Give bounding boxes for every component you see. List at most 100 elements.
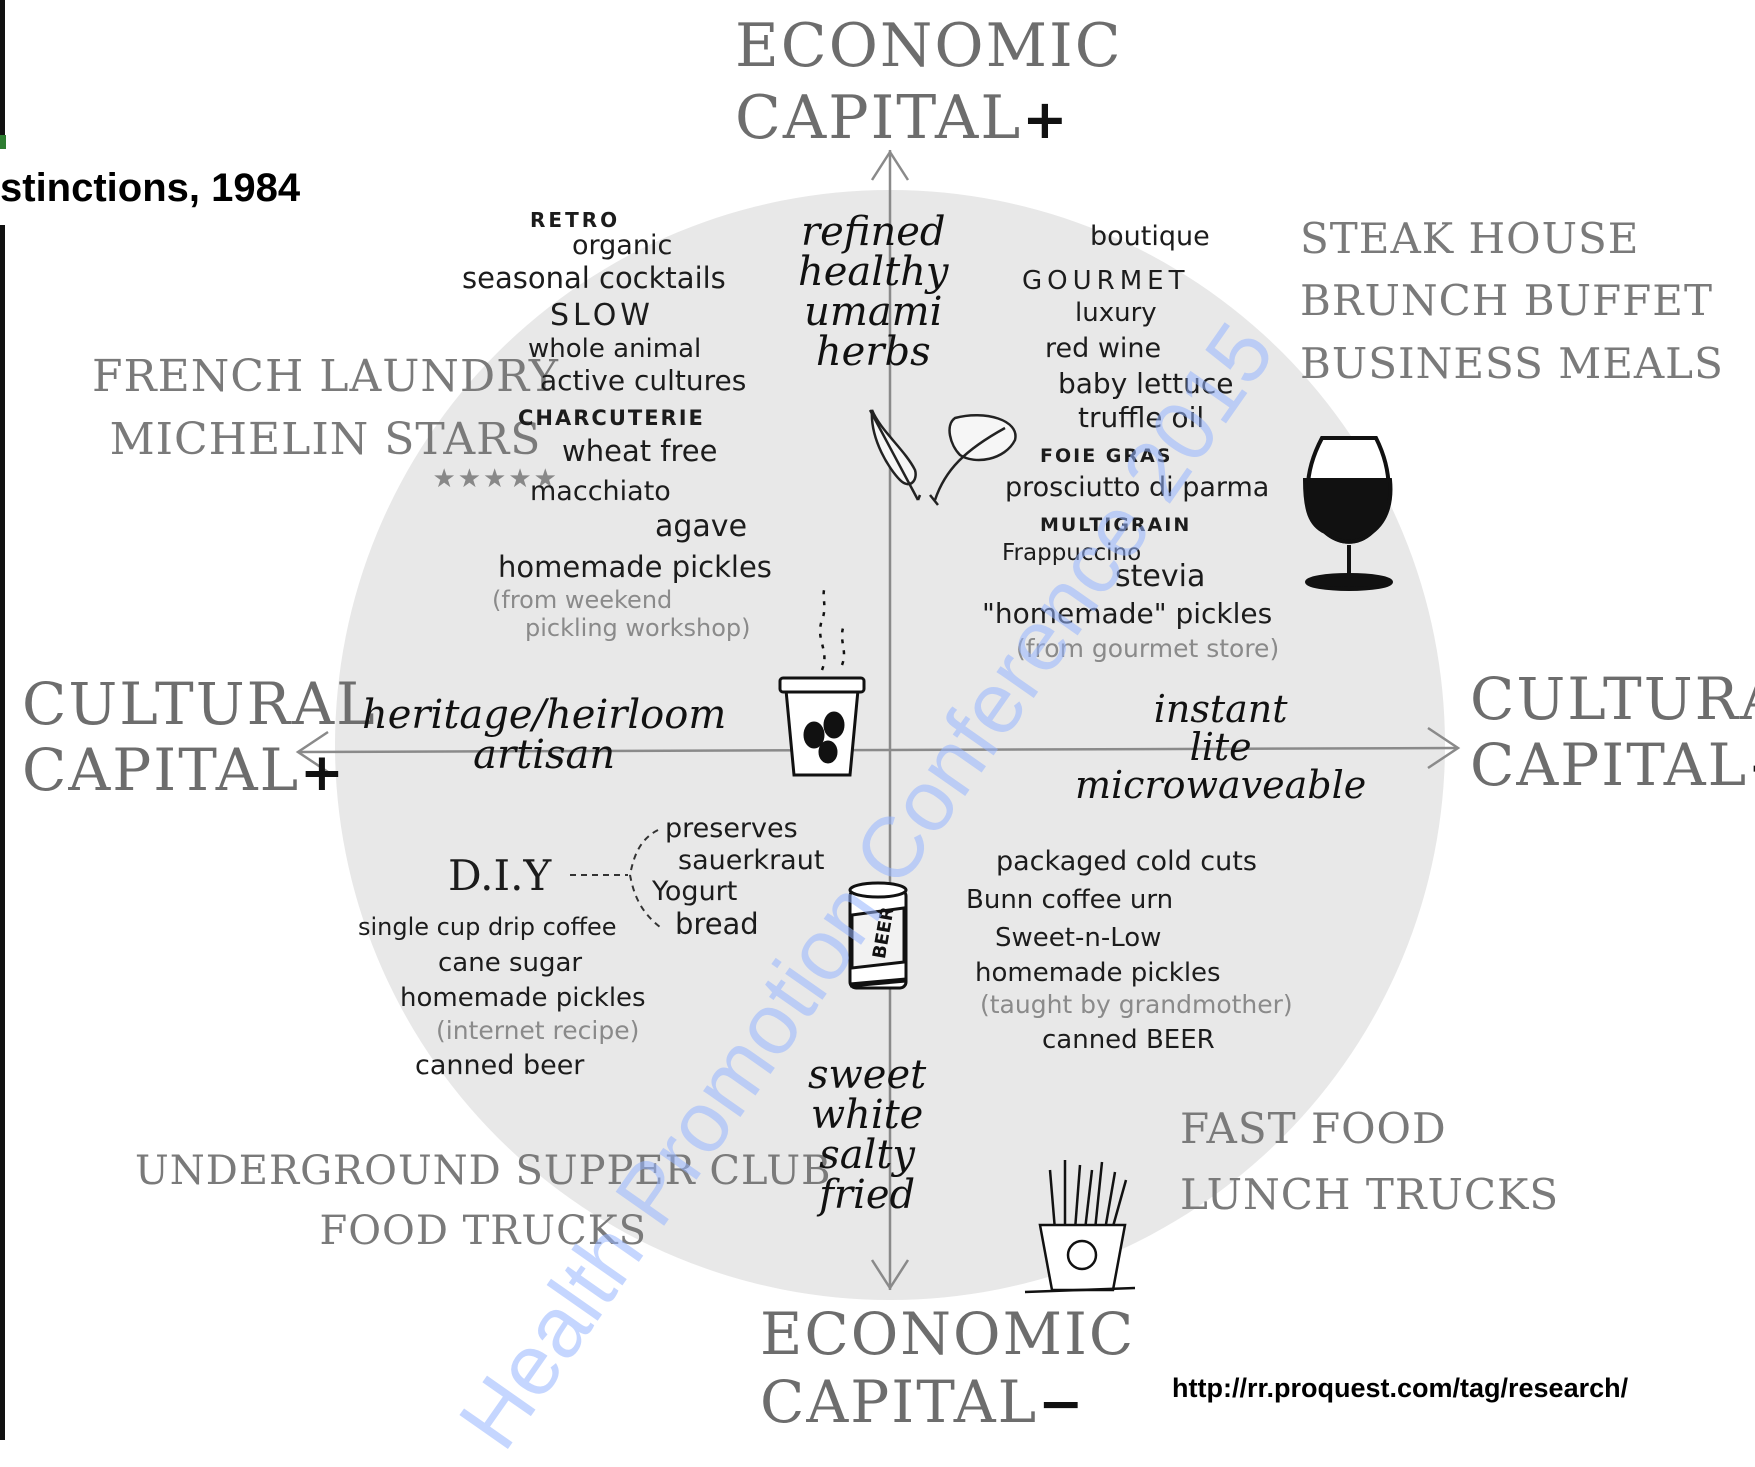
tr-item: luxury (1075, 298, 1157, 328)
slide-frame-left (0, 225, 5, 1440)
axis-bottom-sign: − (1038, 1372, 1086, 1435)
venue-line: FOOD TRUCKS (319, 1208, 648, 1254)
arrow-right (1427, 726, 1461, 770)
center-word: herbs (815, 329, 931, 375)
axis-right-label: CULTURAL CAPITAL− (1470, 670, 1755, 794)
center-word: microwaveable (1075, 763, 1367, 807)
tr-item: "homemade" pickles (982, 597, 1273, 630)
bl-item: canned beer (415, 1050, 585, 1081)
venue-line: LUNCH TRUCKS (1180, 1170, 1560, 1220)
center-word: heritage/heirloom (362, 692, 727, 738)
axis-left-label: CULTURAL CAPITAL+ (22, 675, 377, 799)
tl-item: agave (655, 509, 748, 544)
venue-bottom-right: FAST FOOD LUNCH TRUCKS (1180, 1104, 1560, 1220)
tl-item: SLOW (550, 298, 654, 333)
tr-item: Frappuccino (1002, 540, 1142, 566)
tr-item: stevia (1115, 559, 1206, 594)
slide-frame-top (0, 0, 5, 145)
center-word: refined (801, 209, 946, 255)
tl-item: wheat free (562, 434, 718, 468)
venue-line: BRUNCH BUFFET (1300, 276, 1713, 326)
tl-item: whole animal (528, 334, 702, 364)
axis-bottom-line1: ECONOMIC (760, 1300, 1136, 1368)
slide-frame-accent (0, 135, 6, 149)
axis-bottom-line2: CAPITAL (760, 1368, 1039, 1436)
axis-left-line2: CAPITAL (22, 736, 301, 804)
tr-note: (from gourmet store) (1016, 634, 1280, 663)
diy-item: sauerkraut (678, 845, 825, 876)
venue-line: FRENCH LAUNDRY (92, 351, 559, 402)
diy-bracket (570, 829, 661, 928)
herbs-icon (868, 409, 1017, 506)
arrow-up (870, 149, 910, 181)
tr-item: truffle oil (1078, 401, 1205, 434)
tl-item: homemade pickles (498, 550, 772, 584)
center-word: instant (1153, 687, 1288, 731)
diy-item: bread (675, 907, 759, 941)
tr-item: MULTIGRAIN (1040, 514, 1192, 536)
tl-note: (from weekend (492, 586, 673, 614)
axis-bottom-label: ECONOMIC CAPITAL− (760, 1305, 1135, 1431)
diy-item: Yogurt (652, 876, 738, 907)
tl-item: seasonal cocktails (462, 261, 726, 295)
source-url: http://rr.proquest.com/tag/research/ (1172, 1373, 1629, 1403)
venue-line: FAST FOOD (1180, 1104, 1447, 1153)
diy-label: D.I.Y (448, 851, 552, 900)
axis-top-line2: CAPITAL (735, 83, 1023, 153)
venue-line: UNDERGROUND SUPPER CLUB (135, 1148, 832, 1194)
michelin-stars: ★★★★★ (432, 464, 559, 495)
slide-title-fragment: stinctions, 1984 (0, 166, 301, 210)
axis-right-sign: − (1748, 738, 1755, 798)
venue-line: STEAK HOUSE (1300, 214, 1640, 263)
tr-item: red wine (1045, 333, 1162, 364)
br-item: canned BEER (1042, 1025, 1215, 1055)
venue-line: MICHELIN STARS (109, 413, 542, 465)
tl-item: RETRO (530, 208, 621, 232)
br-item: Sweet-n-Low (995, 923, 1162, 953)
arrow-left (295, 730, 329, 774)
br-note: (taught by grandmother) (980, 990, 1293, 1019)
br-item: packaged cold cuts (996, 846, 1257, 877)
wine-glass-icon (1302, 436, 1393, 591)
center-words-left: heritage/heirloom artisan (362, 695, 726, 775)
center-word: white (810, 1092, 924, 1138)
bl-item: cane sugar (438, 948, 583, 978)
venue-bottom-left: UNDERGROUND SUPPER CLUB FOOD TRUCKS (135, 1148, 832, 1254)
center-word: fried (819, 1172, 916, 1218)
tl-item: CHARCUTERIE (518, 406, 705, 430)
tl-note: pickling workshop) (525, 614, 751, 642)
beer-can-icon (848, 881, 908, 990)
horizontal-axis (297, 746, 1459, 754)
br-item: Bunn coffee urn (966, 885, 1174, 915)
center-word: healthy (798, 249, 949, 295)
center-word: lite (1189, 725, 1252, 769)
tr-item: boutique (1090, 221, 1210, 252)
coffee-cup-icon (778, 584, 866, 777)
bl-item: homemade pickles (400, 983, 646, 1013)
bl-item: single cup drip coffee (358, 913, 617, 941)
axis-top-line1: ECONOMIC (735, 11, 1123, 81)
bl-note: (internet recipe) (436, 1016, 640, 1045)
axis-top-sign: + (1022, 88, 1070, 151)
center-word: sweet (808, 1052, 927, 1098)
venue-top-left: FRENCH LAUNDRY MICHELIN STARS ★★★★★ (92, 351, 559, 495)
axis-top-label: ECONOMIC CAPITAL+ (735, 16, 1123, 148)
center-word: artisan (473, 732, 616, 778)
axis-left-line1: CULTURAL (22, 670, 377, 738)
center-words-right: instant lite microwaveable (1075, 690, 1366, 804)
center-words-top: refined healthy umami herbs (798, 212, 949, 372)
venue-line: BUSINESS MEALS (1300, 338, 1724, 388)
center-words-bottom: sweet white salty fried (808, 1055, 926, 1215)
br-item: homemade pickles (975, 958, 1221, 988)
axis-right-line2: CAPITAL (1470, 731, 1749, 799)
tr-item: GOURMET (1022, 266, 1190, 296)
tl-item: active cultures (540, 364, 747, 397)
tr-item: FOIE GRAS (1040, 445, 1173, 467)
venue-top-right: STEAK HOUSE BRUNCH BUFFET BUSINESS MEALS (1300, 214, 1724, 388)
tl-item: macchiato (530, 476, 671, 507)
arrow-down (870, 1259, 910, 1291)
tr-item: baby lettuce (1058, 367, 1234, 400)
tl-item: organic (572, 230, 673, 261)
axis-left-sign: + (300, 743, 346, 803)
